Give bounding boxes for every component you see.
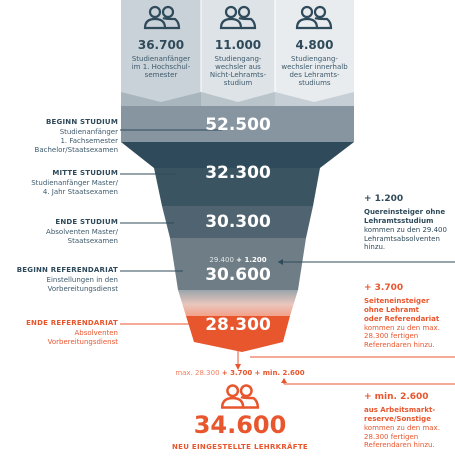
column-1-line: im 1. Hochschul- <box>131 63 191 72</box>
stage-labels: BEGINN STUDIUM Studienanfänger 1. Fachse… <box>0 0 118 464</box>
stage-desc-line: 1. Fachsemester <box>60 136 118 145</box>
stage-desc-line: Bachelor/Staatsexamen <box>34 145 118 154</box>
formula-prefix: max. 28.300 <box>175 369 220 377</box>
stage-4-value: 30.600 <box>205 265 271 285</box>
note-line: aus Arbeitsmarkt- <box>364 406 436 415</box>
note-line: 28.300 fertigen <box>364 332 419 341</box>
column-1-line: semester <box>144 71 178 80</box>
stage-desc-line: Absolventen <box>74 329 118 337</box>
funnel-stage-3 <box>162 206 313 238</box>
formula-plus-2: + min. 2.600 <box>254 369 305 377</box>
stage-5-desc: Absolventen Vorbereitungsdienst <box>48 329 118 347</box>
people-icon <box>219 5 257 30</box>
column-2-number: 11.000 <box>214 38 262 52</box>
note-line: kommen zu den 29.400 <box>364 225 447 234</box>
stage-4-desc: Einstellungen in den Vorbereitungsdienst <box>47 276 118 294</box>
funnel-stage-2 <box>154 168 320 206</box>
note-line: 28.300 fertigen <box>364 432 419 441</box>
note-line: Quereinsteiger ohne <box>364 208 446 217</box>
note-2: + 3.700 Seiteneinsteiger ohne Lehramt od… <box>364 283 455 350</box>
stage-desc-line: Einstellungen in den <box>46 276 118 284</box>
stage-desc-line: Vorbereitungsdienst <box>47 284 118 293</box>
column-1-label: Studienanfänger im 1. Hochschul- semeste… <box>121 55 201 79</box>
stage-5-value: 28.300 <box>205 315 271 335</box>
column-3-line: Studiengang- <box>291 55 338 63</box>
note-line: Lehramtsabsolventen <box>364 234 440 243</box>
column-2-line: Nicht-Lehramts- <box>209 71 267 80</box>
column-2-line: wechsler aus <box>215 63 261 72</box>
note-line: Referendaren hinzu. <box>364 441 435 450</box>
stage-3-desc: Absolventen Master/ Staatsexamen <box>46 228 118 246</box>
stage-5-title: ENDE REFERENDARIAT <box>26 319 118 327</box>
column-3-label: Studiengang- wechsler innerhalb des Lehr… <box>275 55 354 87</box>
stage-1-value: 52.500 <box>205 115 271 135</box>
stage-3-title: ENDE STUDIUM <box>55 218 118 226</box>
formula-plus-1: + 3.700 <box>221 369 253 377</box>
stage-2-value: 32.300 <box>205 163 271 183</box>
stage-4-title: BEGINN REFERENDARIAT <box>16 266 118 274</box>
stage-1-desc: Studienanfänger 1. Fachsemester Bachelor… <box>35 128 118 154</box>
funnel-stage-1 <box>121 142 354 168</box>
funnel-stage-4 <box>170 238 306 290</box>
column-3-line: wechsler innerhalb <box>281 63 348 72</box>
note-line: reserve/Sonstige <box>364 415 431 423</box>
column-3-line: des Lehramts- <box>289 71 340 80</box>
note-2-head: + 3.700 <box>364 283 404 293</box>
funnel-stage-6 <box>186 316 290 352</box>
stage-desc-line: 4. Jahr Staatsexamen <box>42 187 118 196</box>
stage-desc-line: Studienanfänger <box>59 128 118 136</box>
column-1-number: 36.700 <box>137 38 185 52</box>
note-line: hinzu. <box>364 243 386 252</box>
people-icon <box>220 384 260 409</box>
column-2-line: Studiengang- <box>214 55 262 63</box>
note-line: kommen zu den max. <box>364 323 440 332</box>
stage-desc-line: Staatsexamen <box>67 236 118 245</box>
inflow-base: 29.400 <box>209 256 234 264</box>
note-3: + min. 2.600 aus Arbeitsmarkt- reserve/S… <box>364 392 455 450</box>
stage-1-title: BEGINN STUDIUM <box>46 118 118 126</box>
column-3-line: studiums <box>298 79 331 88</box>
stage-desc-line: Vorbereitungsdienst <box>47 337 118 346</box>
funnel-stage-5 <box>178 290 298 316</box>
people-icon <box>295 5 333 30</box>
note-1-head: + 1.200 <box>364 194 404 204</box>
stage-desc-line: Absolventen Master/ <box>46 228 118 236</box>
inflow-line: 29.400 + 1.200 <box>198 256 278 264</box>
result-value: 34.600 <box>193 411 287 439</box>
note-1: + 1.200 Quereinsteiger ohne Lehramtsstud… <box>364 194 455 252</box>
note-line: Seiteneinsteiger <box>364 297 430 306</box>
column-2-label: Studiengang- wechsler aus Nicht-Lehramts… <box>201 55 275 87</box>
column-2-line: studium <box>223 79 253 88</box>
formula: max. 28.300 + 3.700 + min. 2.600 <box>160 369 320 377</box>
note-line: oder Referendariat <box>364 314 440 323</box>
column-3-number: 4.800 <box>295 38 334 52</box>
stage-2-desc: Studienanfänger Master/ 4. Jahr Staatsex… <box>31 179 118 197</box>
funnel-top-band <box>121 106 354 142</box>
note-3-head: + min. 2.600 <box>364 392 429 402</box>
result-label: NEU EINGESTELLTE LEHRKRÄFTE <box>171 443 309 451</box>
inflow-plus: + 1.200 <box>236 256 267 264</box>
note-line: Referendaren hinzu. <box>364 341 435 349</box>
stage-2-title: MITTE STUDIUM <box>52 169 118 177</box>
note-line: kommen zu den max. <box>364 423 440 432</box>
people-icon <box>143 5 181 30</box>
column-1-line: Studienanfänger <box>131 55 191 63</box>
stage-desc-line: Studienanfänger Master/ <box>31 179 118 187</box>
stage-3-value: 30.300 <box>205 212 271 232</box>
note-line: ohne Lehramt <box>364 306 419 314</box>
note-line: Lehramtsstudium <box>364 217 434 225</box>
